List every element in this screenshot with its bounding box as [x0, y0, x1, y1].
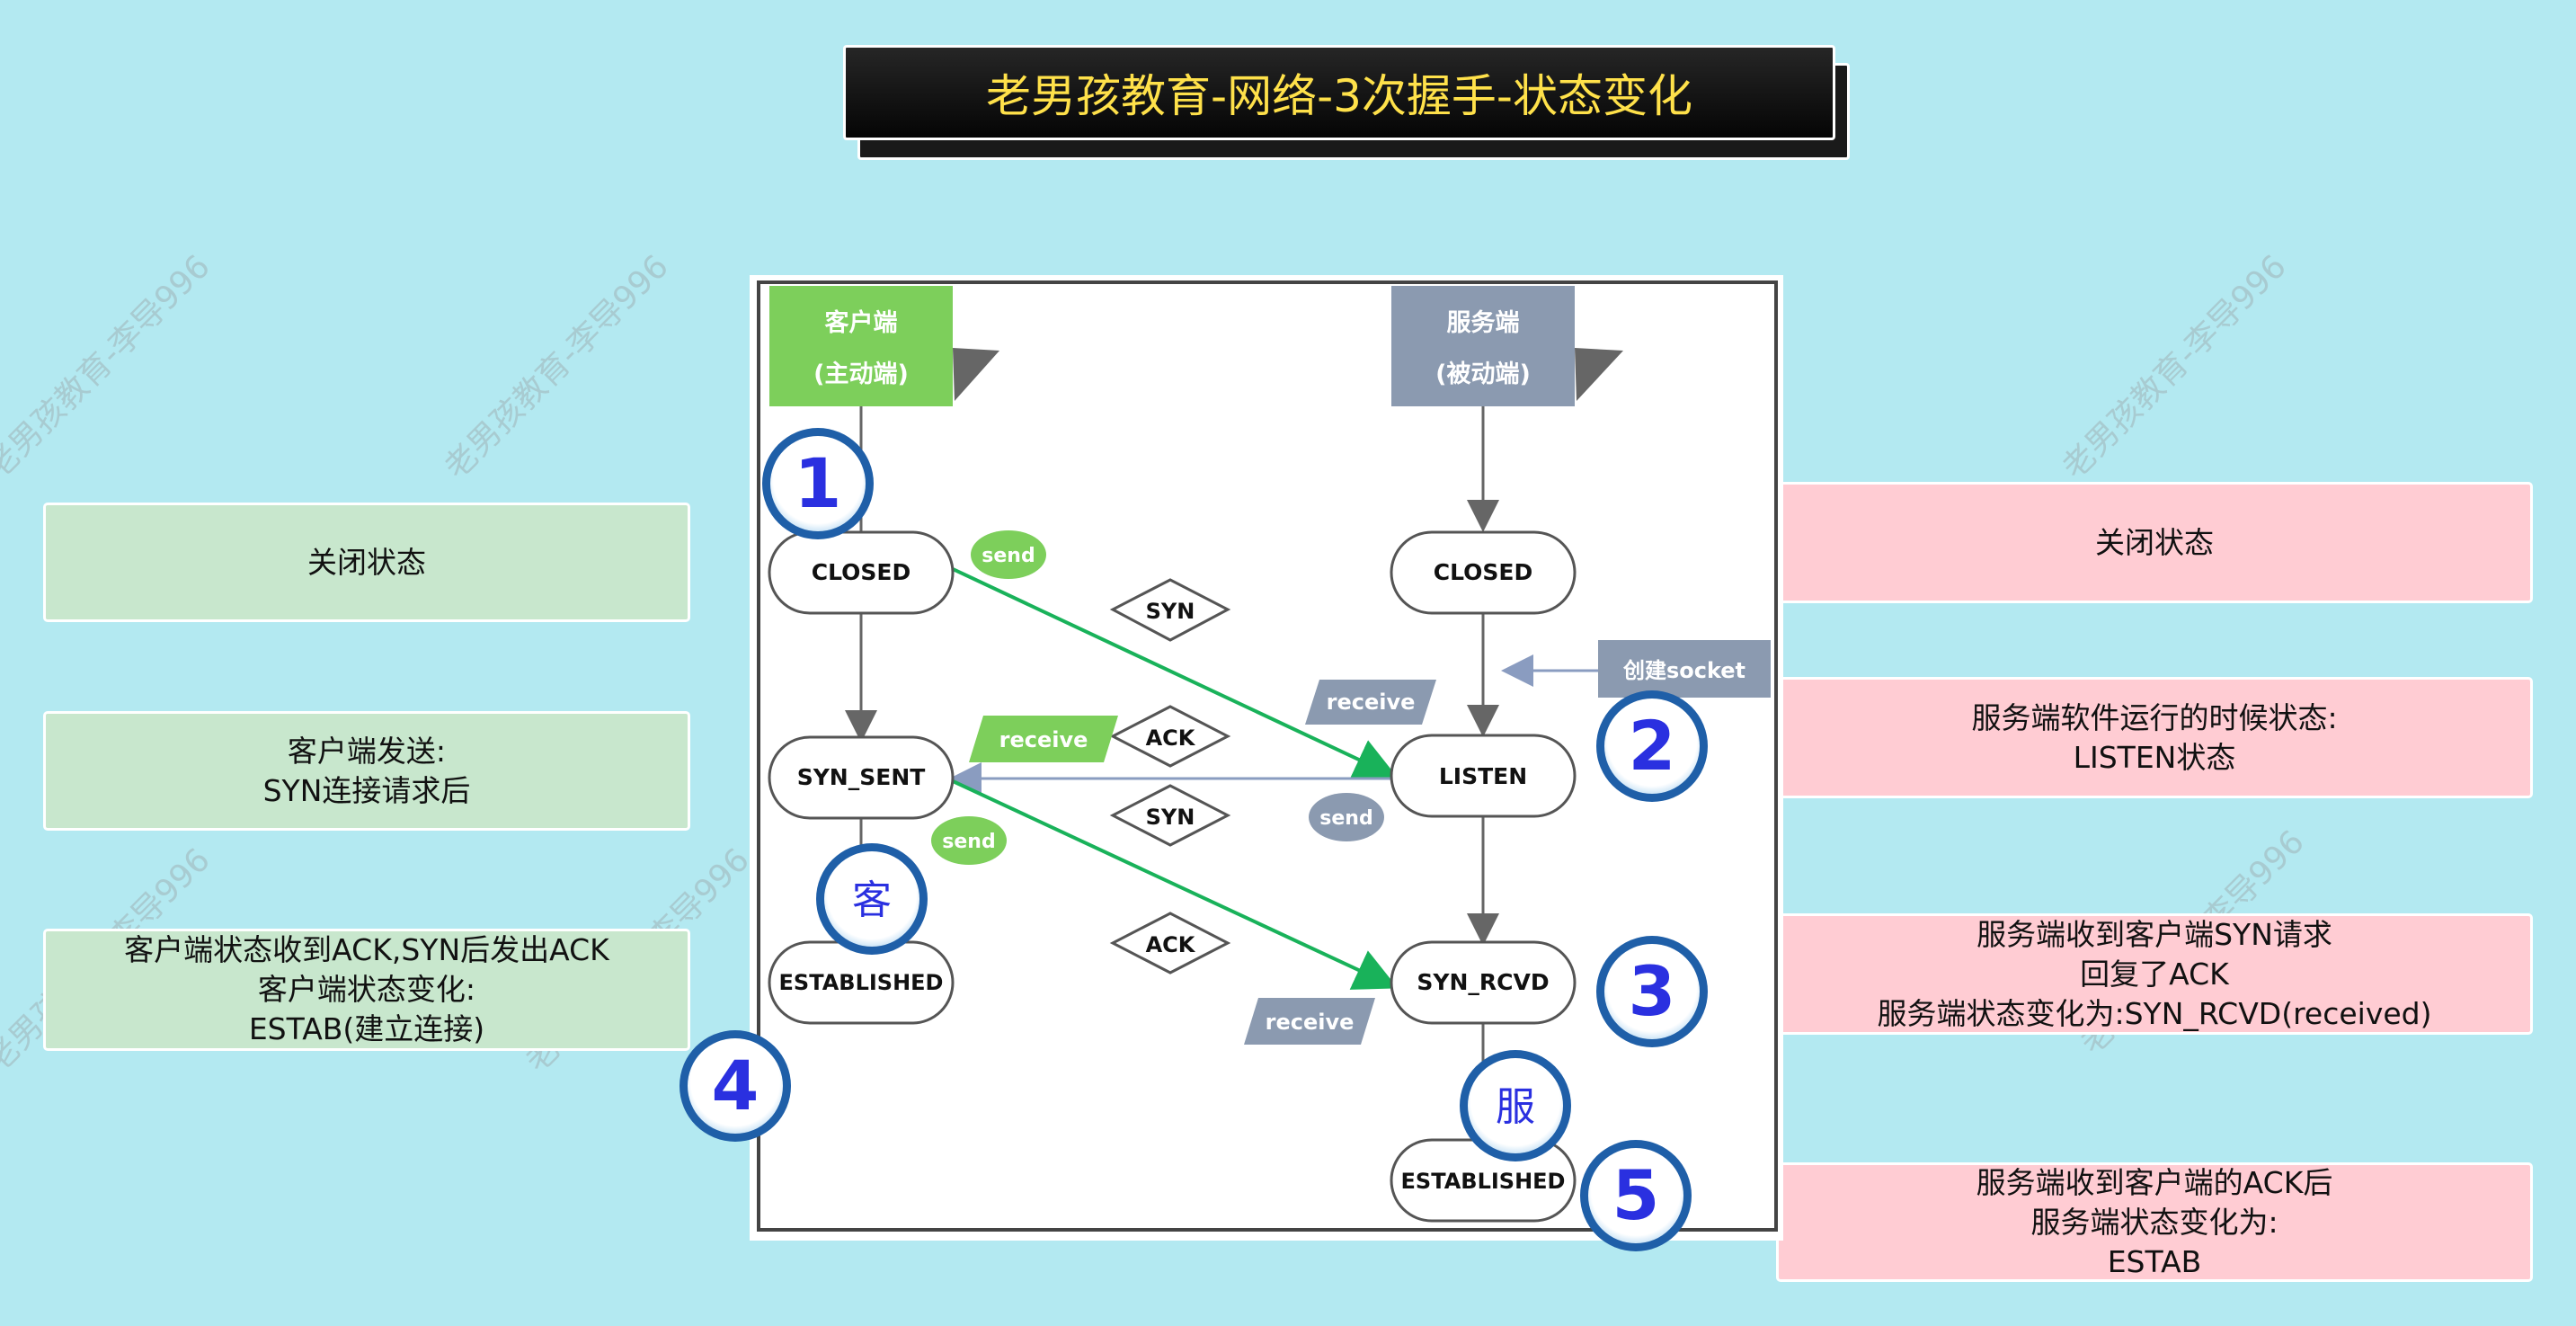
receive-client: [969, 716, 1118, 762]
send-label: send: [942, 831, 995, 853]
diagram-frame: [757, 280, 1778, 1232]
syn-diamond: [1109, 578, 1231, 642]
step-number: 2: [1629, 706, 1676, 786]
syn-diamond: [1109, 784, 1231, 847]
syn-label: SYN: [1146, 805, 1195, 830]
server-header-sublabel: (被动端): [1435, 360, 1531, 388]
syn-label: SYN: [1146, 599, 1195, 624]
send-oval-client: [971, 530, 1046, 579]
server-state-syn-rcvd-label: SYN_RCVD: [1417, 969, 1549, 995]
client-header-tail: [953, 348, 999, 401]
client-header-sublabel: (主动端): [813, 360, 909, 388]
server-header: [1391, 286, 1575, 406]
create-socket-label: 创建socket: [1622, 658, 1745, 683]
server-header-tail: [1575, 348, 1623, 401]
ack-arrow: [950, 779, 1399, 990]
step-badge-4: 4: [680, 1030, 791, 1142]
send-oval-client: [931, 816, 1007, 865]
client-state-closed: [768, 530, 955, 615]
server-state-listen-label: LISTEN: [1439, 763, 1527, 789]
step-badge-1: 1: [762, 428, 874, 539]
server-note-syn-rcvd: 服务端收到客户端SYN请求 回复了ACK 服务端状态变化为:SYN_RCVD(r…: [1776, 913, 2533, 1035]
server-state-closed-label: CLOSED: [1434, 559, 1532, 585]
server-note-listen: 服务端软件运行的时候状态: LISTEN状态: [1776, 677, 2533, 798]
client-note-closed: 关闭状态: [43, 503, 690, 622]
step-number: 1: [795, 443, 842, 523]
client-note-syn-sent: 客户端发送: SYN连接请求后: [43, 711, 690, 831]
receive-server: [1305, 680, 1436, 725]
server-role-badge: 服: [1460, 1050, 1571, 1161]
client-role-label: 客: [852, 877, 892, 923]
ack-label: ACK: [1146, 932, 1196, 957]
receive-label: receive: [1266, 1010, 1355, 1035]
server-note-established: 服务端收到客户端的ACK后 服务端状态变化为: ESTAB: [1776, 1162, 2533, 1282]
ack-diamond: [1109, 705, 1231, 768]
create-socket-box: [1598, 640, 1771, 698]
client-state-closed-label: CLOSED: [812, 559, 910, 585]
client-note-established: 客户端状态收到ACK,SYN后发出ACK 客户端状态变化: ESTAB(建立连接…: [43, 929, 690, 1051]
client-state-syn-sent: [768, 735, 955, 820]
step-badge-2: 2: [1596, 690, 1708, 802]
syn-arrow: [950, 566, 1399, 779]
client-state-established-label: ESTABLISHED: [779, 970, 944, 995]
receive-label: receive: [999, 727, 1088, 752]
step-number: 4: [712, 1046, 759, 1126]
receive-server: [1244, 998, 1375, 1045]
send-oval-server: [1309, 793, 1384, 841]
client-role-badge: 客: [816, 843, 928, 955]
send-label: send: [982, 545, 1035, 567]
server-role-label: 服: [1496, 1084, 1535, 1130]
send-label: send: [1319, 807, 1372, 830]
ack-label: ACK: [1146, 725, 1196, 751]
step-badge-5: 5: [1580, 1140, 1692, 1251]
server-header-label: 服务端: [1447, 309, 1520, 337]
client-state-syn-sent-label: SYN_SENT: [797, 764, 926, 790]
server-state-syn-rcvd: [1390, 940, 1577, 1025]
step-number: 3: [1629, 951, 1676, 1031]
server-state-listen: [1390, 734, 1577, 818]
client-header-label: 客户端: [825, 308, 898, 337]
server-state-closed: [1390, 530, 1577, 615]
ack-diamond: [1109, 912, 1231, 974]
step-number: 5: [1612, 1155, 1660, 1235]
receive-label: receive: [1327, 690, 1416, 715]
server-state-established-label: ESTABLISHED: [1401, 1169, 1566, 1194]
page-title: 老男孩教育-网络-3次握手-状态变化: [843, 45, 1835, 140]
client-header: [769, 286, 953, 406]
step-badge-3: 3: [1596, 936, 1708, 1047]
